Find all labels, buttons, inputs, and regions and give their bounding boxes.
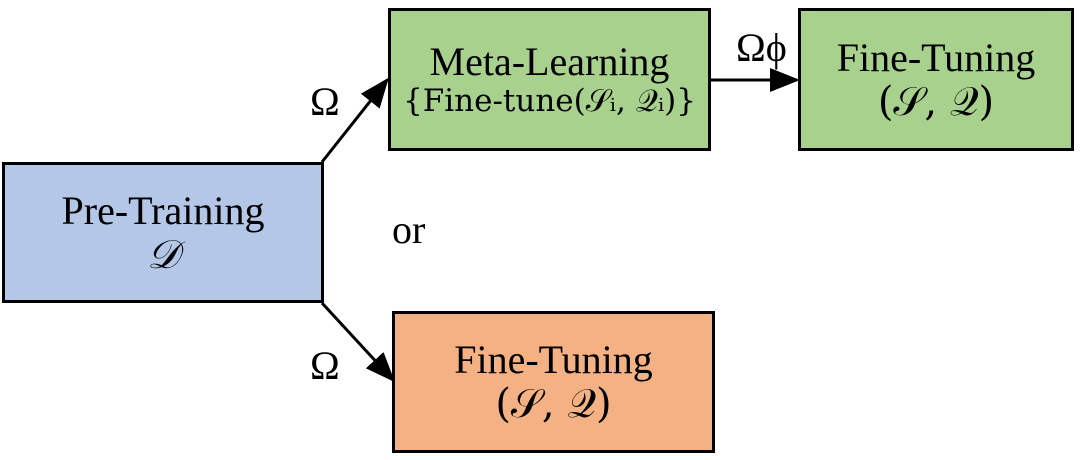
omega-label-bottom: Ω [310,343,340,388]
finetuning-direct-box: Fine-Tuning (𝒮, 𝒬) [392,311,715,453]
pretraining-title: Pre-Training [61,187,265,233]
finetuning-meta-box: Fine-Tuning (𝒮, 𝒬) [798,8,1074,151]
finetuning-direct-sets: (𝒮, 𝒬) [495,381,612,427]
pretraining-dataset: 𝒟 [147,231,179,278]
omega-label-top: Ω [310,79,340,124]
pretraining-box: Pre-Training 𝒟 [2,162,324,303]
finetuning-meta-sets: (𝒮, 𝒬) [877,78,995,125]
metalearning-title: Meta-Learning [429,39,670,85]
edge-pretraining-to-finetuning [320,301,396,383]
finetuning-meta-title: Fine-Tuning [836,34,1036,80]
or-label: or [392,207,426,252]
edge-pretraining-to-metalearning [320,77,389,163]
metalearning-subtitle: {Fine-tune(𝒮ᵢ, 𝒬ᵢ)} [402,83,696,120]
omega-phi-label: Ωϕ [736,25,787,70]
finetuning-direct-title: Fine-Tuning [454,337,653,382]
metalearning-box: Meta-Learning {Fine-tune(𝒮ᵢ, 𝒬ᵢ)} [388,8,711,151]
